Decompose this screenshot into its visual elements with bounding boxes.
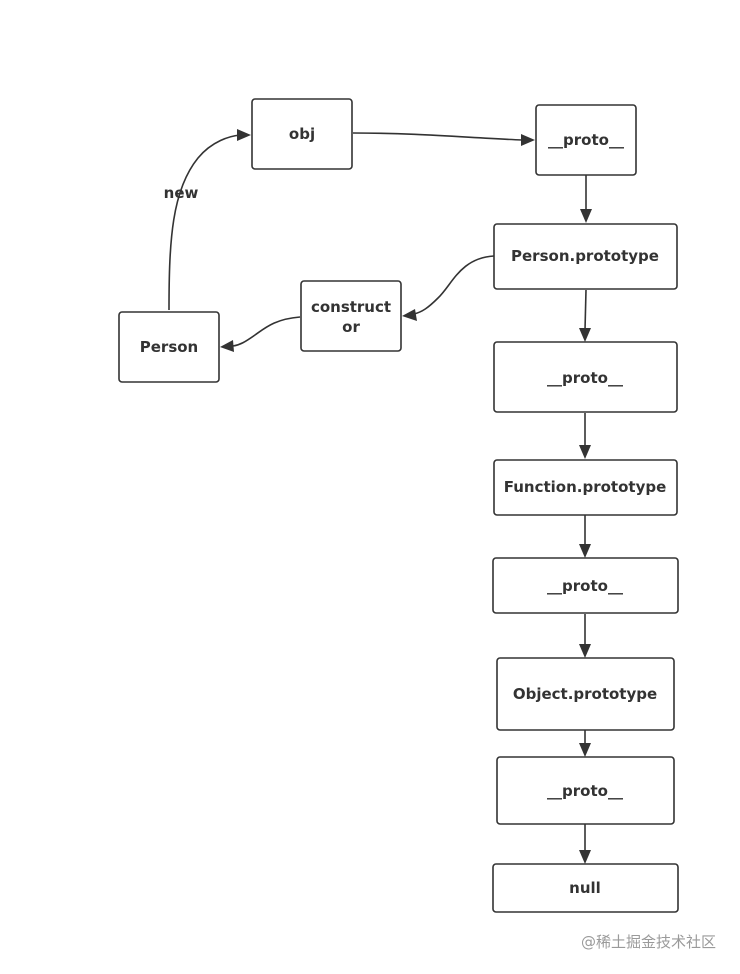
edge-constructor-person (232, 316, 301, 347)
edge-proto3-objectproto-arrowhead (579, 644, 591, 658)
edge-new (168, 134, 241, 311)
node-function-prototype: Function.prototype (493, 459, 678, 516)
edge-objectproto-proto4-arrowhead (579, 743, 591, 757)
node-constructor-label-line2: or (342, 318, 360, 336)
node-proto-4: __proto__ (496, 756, 675, 825)
edge-proto2-functionproto-arrowhead (579, 445, 591, 459)
edge-personproto-constructor (413, 255, 495, 315)
edge-personproto-proto2-arrowhead (579, 328, 591, 342)
edge-functionproto-proto3-arrowhead (579, 544, 591, 558)
node-proto-1: __proto__ (535, 104, 637, 176)
edge-personproto-constructor-arrowhead (402, 309, 417, 321)
edge-constructor-person-arrowhead (220, 340, 234, 352)
node-constructor: construct or (300, 280, 402, 352)
node-object-prototype-label: Object.prototype (513, 685, 657, 703)
node-proto-3: __proto__ (492, 557, 679, 614)
node-obj-label: obj (289, 125, 315, 143)
node-person-label: Person (140, 338, 198, 356)
node-proto-2: __proto__ (493, 341, 678, 413)
edge-new-arrowhead (237, 129, 251, 141)
node-null-label: null (569, 879, 601, 897)
edge-proto1-personproto-arrowhead (580, 209, 592, 223)
node-proto-1-label: __proto__ (548, 131, 624, 149)
node-person: Person (118, 311, 220, 383)
edge-obj-proto-arrowhead (521, 134, 535, 146)
node-person-prototype-label: Person.prototype (511, 247, 659, 265)
edge-personproto-proto2 (584, 289, 587, 331)
edge-new-label: new (164, 184, 199, 202)
watermark-text: @稀土掘金技术社区 (580, 933, 716, 951)
node-proto-2-label: __proto__ (547, 369, 623, 387)
node-function-prototype-label: Function.prototype (504, 478, 667, 496)
node-proto-4-label: __proto__ (547, 782, 623, 800)
node-object-prototype: Object.prototype (496, 657, 675, 731)
node-obj: obj (251, 98, 353, 170)
node-person-prototype: Person.prototype (493, 223, 678, 290)
edge-proto4-null-arrowhead (579, 850, 591, 864)
node-proto-3-label: __proto__ (547, 577, 623, 595)
node-constructor-label-line1: construct (311, 298, 391, 316)
node-null: null (492, 863, 679, 913)
edge-obj-proto (352, 132, 523, 141)
